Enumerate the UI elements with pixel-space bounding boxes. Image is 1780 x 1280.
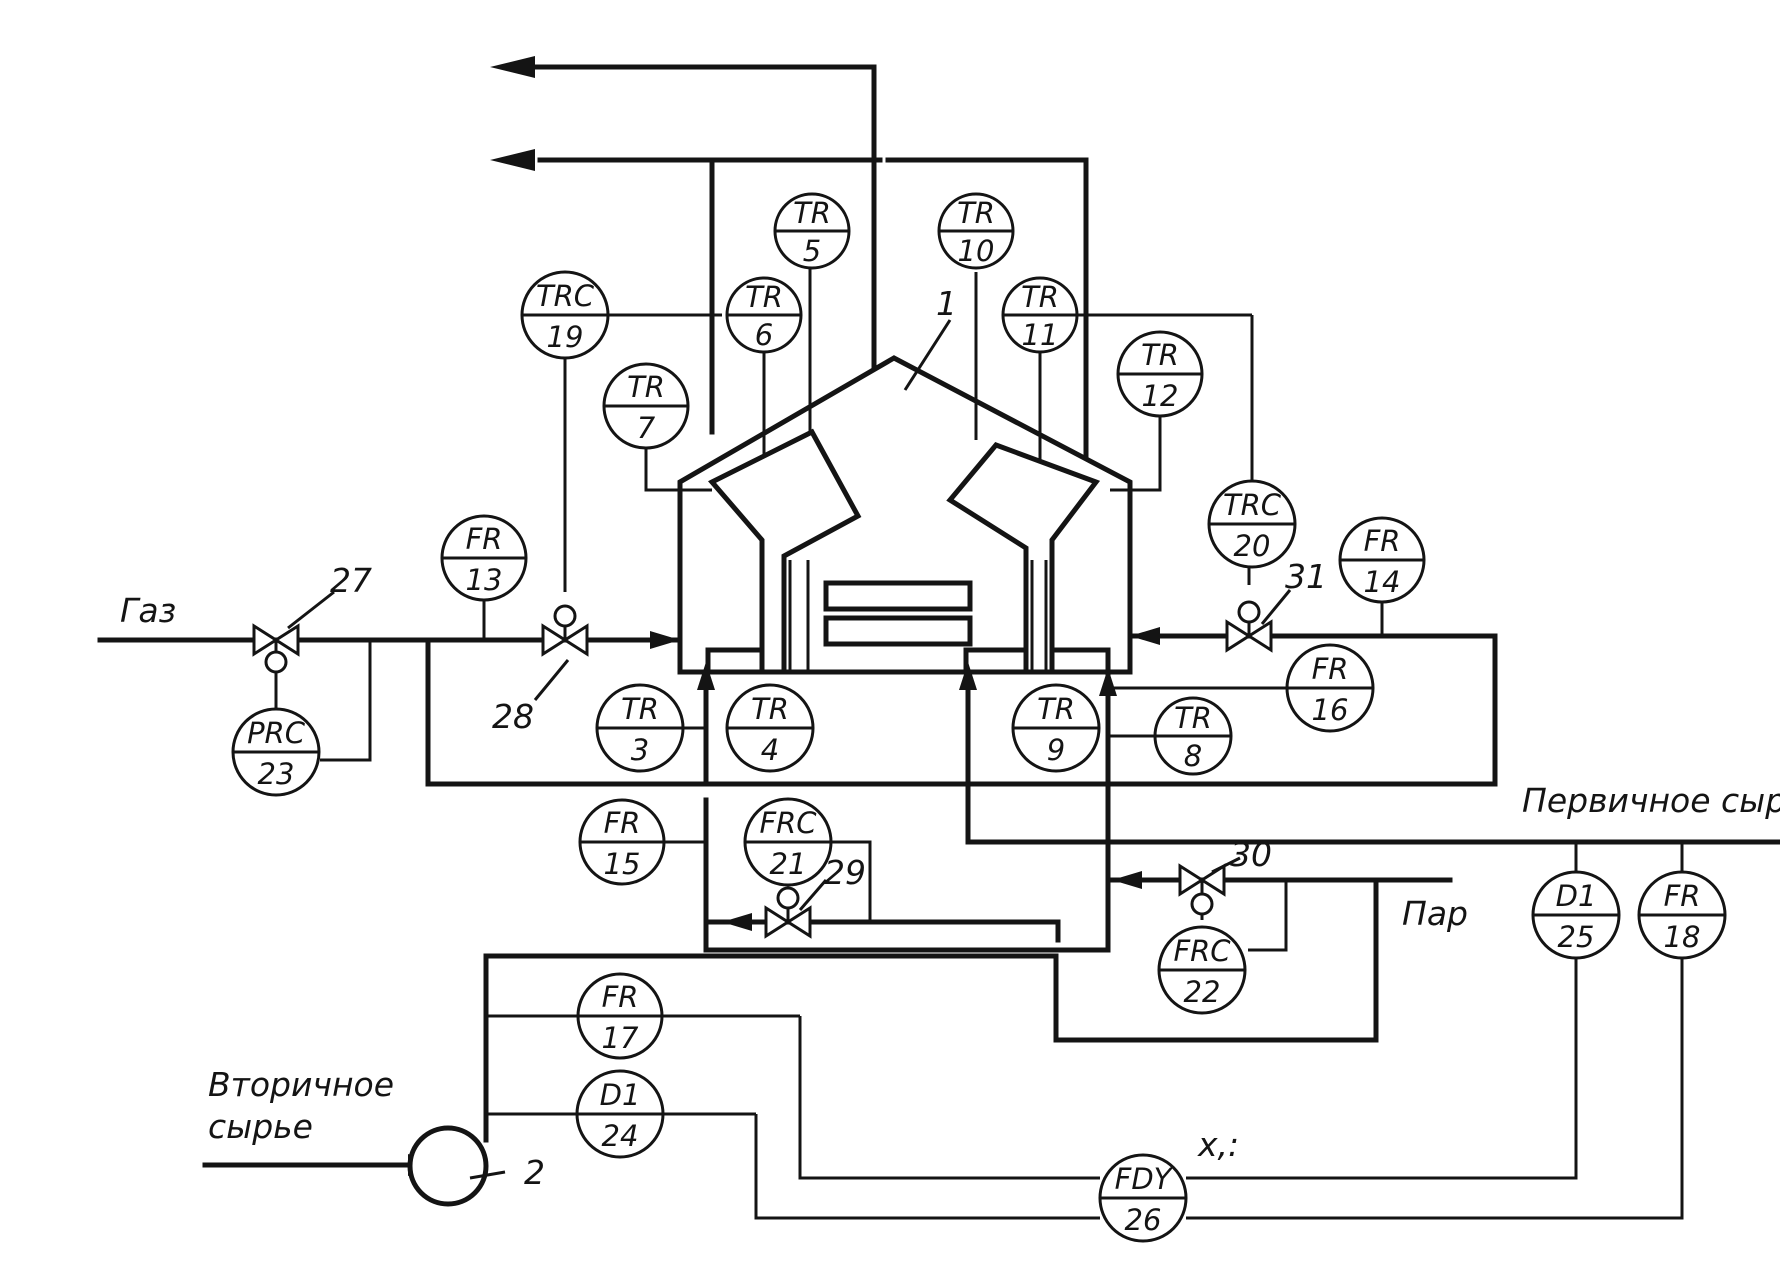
instrument-tag: TR xyxy=(751,692,789,726)
control-valve-29[interactable] xyxy=(764,886,812,939)
instrument-tag: FDY xyxy=(1115,1162,1174,1196)
control-valve-31[interactable] xyxy=(1225,600,1273,653)
valve-29-label: 29 xyxy=(824,853,866,892)
outlet-arrow-second xyxy=(490,149,535,171)
instrument-fr-17[interactable]: FR 17 xyxy=(576,972,664,1060)
instrument-number: 19 xyxy=(547,320,584,354)
instrument-tr-3[interactable]: TR 3 xyxy=(595,683,685,773)
signal-lines xyxy=(274,268,1684,1220)
instrument-tag: FRC xyxy=(759,806,817,840)
steam-label: Пар xyxy=(1402,894,1468,933)
control-valve-27[interactable] xyxy=(252,623,300,674)
instrument-tag: TR xyxy=(1037,692,1075,726)
instrument-tag: D1 xyxy=(1556,879,1597,913)
instrument-tag: D1 xyxy=(600,1078,641,1112)
instrument-tr-11[interactable]: TR 11 xyxy=(1001,276,1079,354)
valve-31-label: 31 xyxy=(1285,557,1327,596)
instrument-frc-22[interactable]: FRC 22 xyxy=(1157,925,1247,1015)
instrument-number: 8 xyxy=(1184,739,1202,773)
instrument-tr-6[interactable]: TR 6 xyxy=(725,276,803,354)
instrument-tag: TR xyxy=(1021,280,1059,314)
instrument-tag: FR xyxy=(602,980,639,1014)
instrument-tr-10[interactable]: TR 10 xyxy=(937,192,1015,270)
instrument-number: 24 xyxy=(602,1119,639,1153)
valve-27-label: 27 xyxy=(330,561,372,600)
valve-30-label: 30 xyxy=(1230,835,1272,874)
valve-28-label: 28 xyxy=(492,697,534,736)
instrument-prc-23[interactable]: PRC 23 xyxy=(231,707,321,797)
instrument-tag: TR xyxy=(745,280,783,314)
instrument-tag: TR xyxy=(621,692,659,726)
instrument-trc-19[interactable]: TRC 19 xyxy=(520,270,610,360)
instrument-tag: TR xyxy=(957,196,995,230)
instrument-number: 7 xyxy=(637,411,656,445)
instrument-number: 23 xyxy=(258,757,295,791)
instrument-number: 10 xyxy=(958,234,995,268)
instrument-fdy-26[interactable]: FDY 26 xyxy=(1098,1153,1188,1243)
instrument-number: 21 xyxy=(770,847,807,881)
control-valve-30[interactable] xyxy=(1178,863,1226,916)
secondary-feed-label-line2: сырье xyxy=(208,1107,313,1146)
instrument-number: 5 xyxy=(803,234,821,268)
primary-feed-line xyxy=(965,797,1780,845)
instrument-tr-4[interactable]: TR 4 xyxy=(725,683,815,773)
instrument-number: 3 xyxy=(631,733,649,767)
steam-line xyxy=(703,797,1453,1043)
instrument-fr-16[interactable]: FR 16 xyxy=(1285,643,1375,733)
instrument-tag: FR xyxy=(1664,879,1701,913)
instrument-number: 18 xyxy=(1664,920,1701,954)
instrument-tr-5[interactable]: TR 5 xyxy=(773,192,851,270)
primary-feed-label: Первичное сыр xyxy=(1522,781,1780,820)
outlet-arrow-top xyxy=(490,56,535,78)
instrument-trc-20[interactable]: TRC 20 xyxy=(1207,479,1297,569)
instrument-number: 4 xyxy=(761,733,779,767)
instrument-number: 25 xyxy=(1558,920,1595,954)
instrument-d1-25[interactable]: D1 25 xyxy=(1531,870,1621,960)
instrument-d1-24[interactable]: D1 24 xyxy=(575,1069,665,1159)
instrument-number: 14 xyxy=(1364,565,1401,599)
instrument-tag: TRC xyxy=(1223,488,1282,522)
instrument-number: 20 xyxy=(1234,529,1271,563)
instrument-tag: FR xyxy=(1312,652,1349,686)
instrument-tag: FR xyxy=(466,522,503,556)
instrument-number: 22 xyxy=(1184,975,1221,1009)
x-annotation: x,: xyxy=(1197,1125,1239,1164)
secondary-feed-label-line1: Вторичное xyxy=(208,1065,394,1104)
instrument-number: 6 xyxy=(755,318,773,352)
control-valve-28[interactable] xyxy=(541,604,589,657)
instrument-tag: PRC xyxy=(247,716,306,750)
instrument-fr-14[interactable]: FR 14 xyxy=(1338,516,1426,604)
instrument-fr-18[interactable]: FR 18 xyxy=(1637,870,1727,960)
instrument-number: 12 xyxy=(1142,379,1179,413)
instrument-tag: TRC xyxy=(536,279,595,313)
instrument-frc-21[interactable]: FRC 21 xyxy=(743,797,833,887)
instrument-tag: TR xyxy=(1141,338,1179,372)
instrument-number: 9 xyxy=(1047,733,1065,767)
instrument-tag: FR xyxy=(604,806,641,840)
instrument-number: 16 xyxy=(1312,693,1349,727)
instrument-tag: FR xyxy=(1364,524,1401,558)
instrument-number: 17 xyxy=(602,1021,639,1055)
gas-label: Газ xyxy=(120,591,176,630)
instrument-number: 13 xyxy=(466,563,503,597)
instrument-tag: FRC xyxy=(1173,934,1231,968)
instrument-number: 26 xyxy=(1125,1203,1162,1237)
instruments: TR 3 TR 4 TR 5 TR 6 TR 7 TR 8 xyxy=(231,192,1727,1243)
instrument-tr-7[interactable]: TR 7 xyxy=(602,362,690,450)
instrument-number: 11 xyxy=(1022,318,1059,352)
instrument-number: 15 xyxy=(604,847,641,881)
instrument-fr-15[interactable]: FR 15 xyxy=(578,798,666,886)
instrument-fr-13[interactable]: FR 13 xyxy=(440,514,528,602)
instrument-tr-8[interactable]: TR 8 xyxy=(1153,696,1233,776)
pump xyxy=(407,1125,489,1207)
instrument-tag: TR xyxy=(1174,701,1212,735)
instrument-tag: TR xyxy=(793,196,831,230)
instrument-tr-9[interactable]: TR 9 xyxy=(1011,683,1101,773)
instrument-tr-12[interactable]: TR 12 xyxy=(1116,330,1204,418)
reactor-label: 1 xyxy=(936,284,957,323)
instrument-tag: TR xyxy=(627,370,665,404)
pump-label: 2 xyxy=(524,1153,545,1192)
reactor xyxy=(677,355,1133,675)
